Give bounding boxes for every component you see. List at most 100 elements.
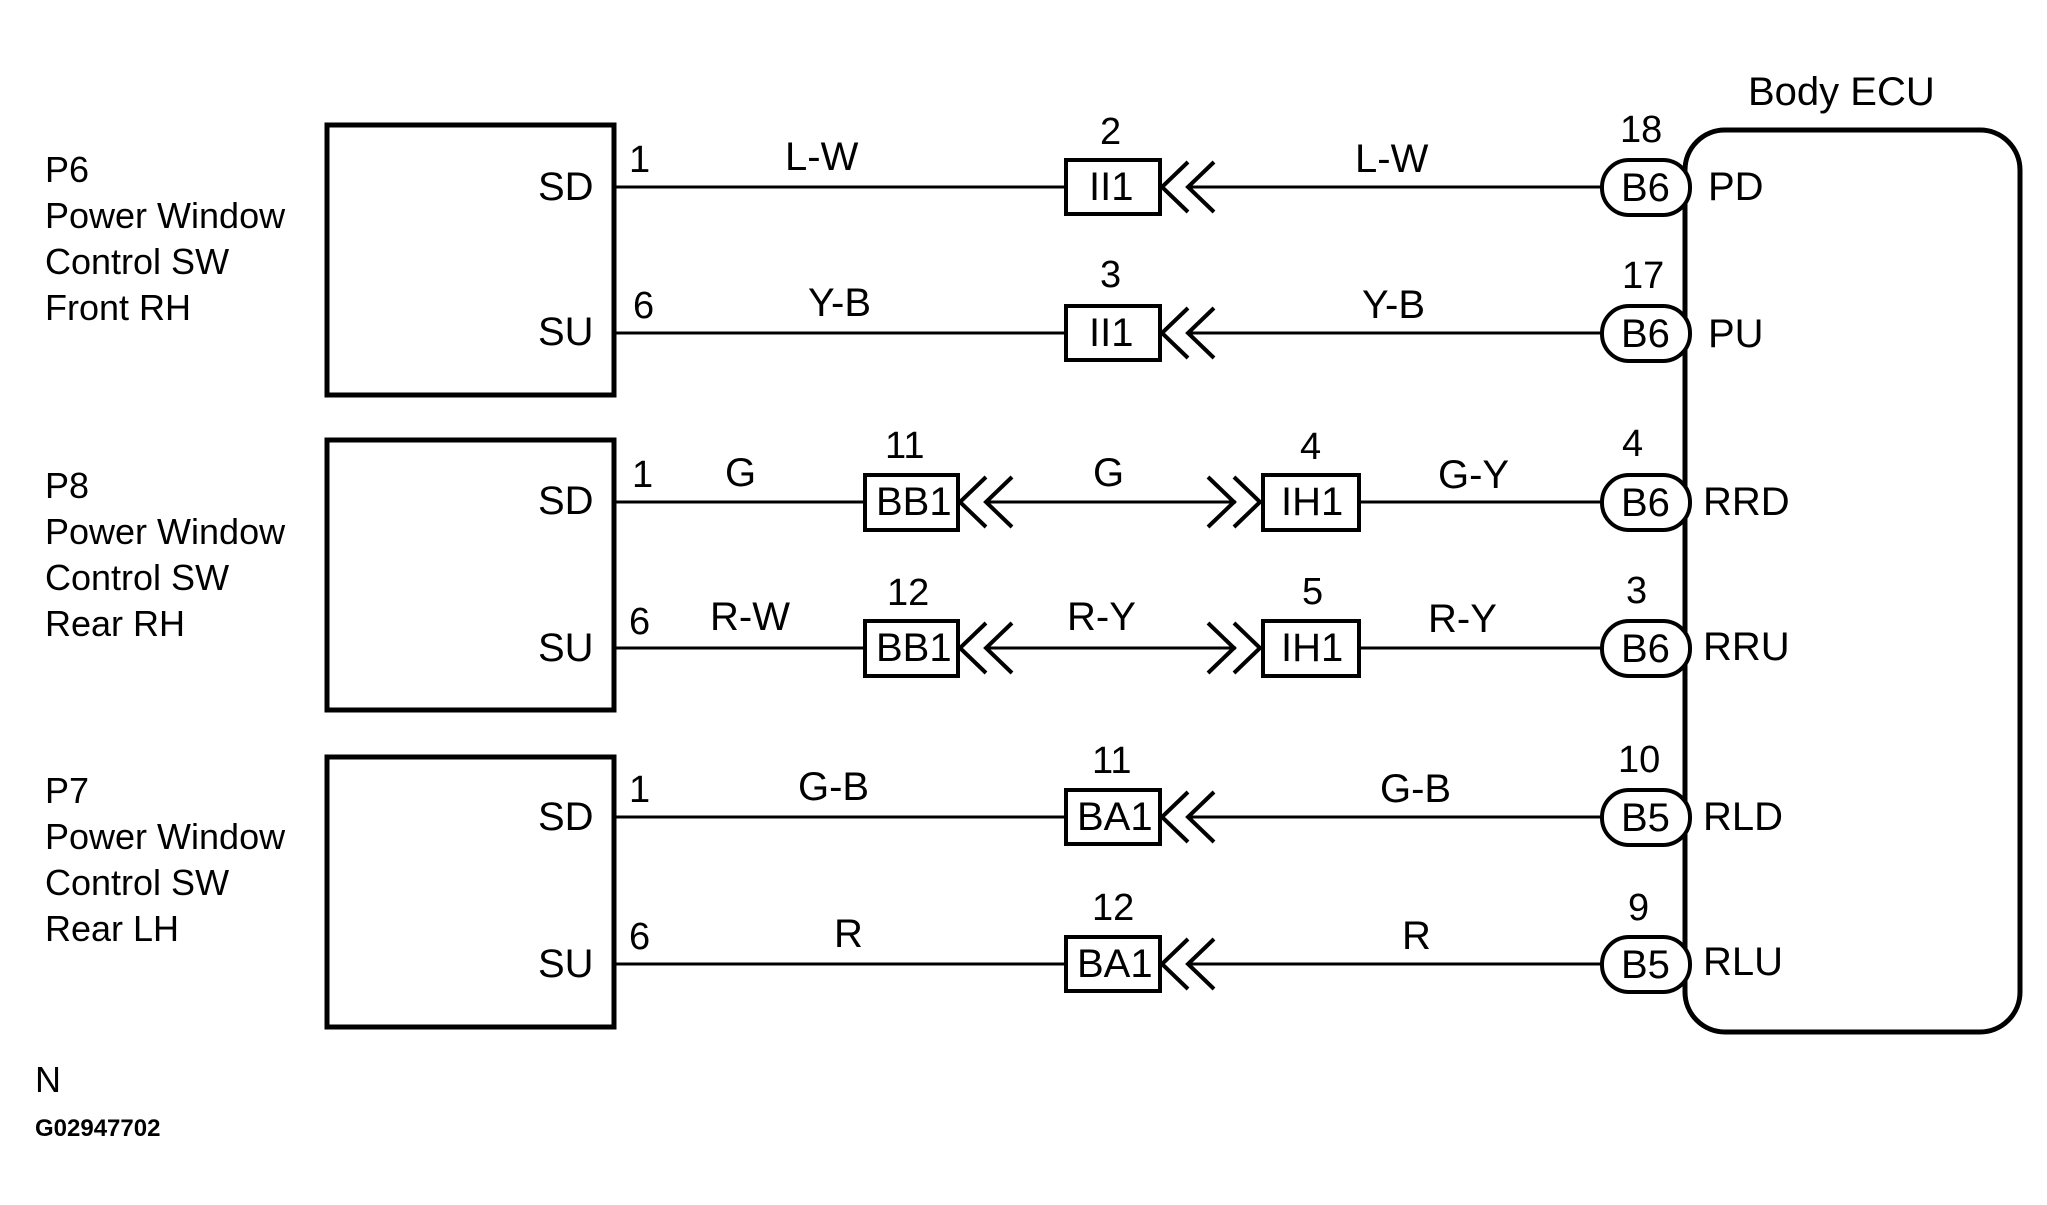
connector-pin: 12 <box>887 572 929 614</box>
connector-name: BA1 <box>1077 942 1153 986</box>
wire-color: L-W <box>785 135 859 179</box>
connector-ih1 <box>1261 619 1361 678</box>
wire-color: R-Y <box>1428 597 1497 641</box>
ecu-connector <box>1600 935 1692 994</box>
ecu-terminal: RRD <box>1703 480 1790 524</box>
ecu-connector-name: B5 <box>1621 796 1670 840</box>
ecu-connector <box>1600 788 1692 847</box>
circuit-rld: SD 1 G-B 11 BA1 G-B 10 B5 RLD <box>538 739 1783 847</box>
connector-pin: 2 <box>1100 111 1121 153</box>
connector-name: BA1 <box>1077 795 1153 839</box>
connector-name: BB1 <box>876 626 952 670</box>
connector-arrow <box>1232 621 1263 675</box>
wire-color: R <box>1402 914 1431 958</box>
ecu-terminal: RRU <box>1703 625 1790 669</box>
footer-mark: N <box>35 1059 61 1100</box>
switch-line: Rear RH <box>45 603 185 644</box>
body-ecu-box <box>1682 127 2023 1035</box>
switch-terminal: SD <box>538 165 594 209</box>
circuit-rrd: SD 1 G 11 BB1 G 4 IH1 G-Y 4 B6 RRD <box>538 423 1790 532</box>
ecu-terminal: RLU <box>1703 940 1783 984</box>
ecu-terminal: RLD <box>1703 795 1783 839</box>
connector-arrow <box>957 475 988 529</box>
ecu-terminal: PU <box>1708 312 1764 356</box>
switch-line: Power Window <box>45 816 286 857</box>
switch-box-p7 <box>324 754 617 1030</box>
switch-line: Front RH <box>45 287 191 328</box>
wire-color: L-W <box>1355 137 1429 181</box>
switch-line: Control SW <box>45 862 229 903</box>
switch-box-p6 <box>324 122 617 398</box>
wire-color: Y-B <box>1362 283 1425 327</box>
connector-arrow <box>1206 621 1237 675</box>
switch-pin: 6 <box>629 916 650 958</box>
switch-terminal: SU <box>538 310 594 354</box>
wire-color: G-B <box>798 765 869 809</box>
wire-color: R-W <box>710 595 790 639</box>
connector-arrow <box>1159 790 1190 844</box>
circuit-rru: SU 6 R-W 12 BB1 R-Y 5 IH1 R-Y 3 B6 RRU <box>538 570 1790 678</box>
switch-pin: 1 <box>629 769 650 811</box>
connector-arrow <box>1159 306 1190 360</box>
ecu-connector-name: B6 <box>1621 312 1670 356</box>
switch-pin: 1 <box>632 454 653 496</box>
connector-pin: 3 <box>1100 254 1121 296</box>
switch-line: Control SW <box>45 241 229 282</box>
ecu-connector-name: B6 <box>1621 481 1670 525</box>
switch-id: P6 <box>45 149 89 190</box>
ecu-pin: 17 <box>1622 255 1664 297</box>
connector-arrow <box>1232 475 1263 529</box>
wire-color: G <box>725 451 756 495</box>
wire-color: Y-B <box>808 281 871 325</box>
switch-line: Rear LH <box>45 908 179 949</box>
wire-color: G-Y <box>1438 453 1509 497</box>
switch-line: Control SW <box>45 557 229 598</box>
switch-terminal: SD <box>538 795 594 839</box>
ecu-connector <box>1600 304 1692 363</box>
ecu-title: Body ECU <box>1748 70 1935 114</box>
connector-pin: 12 <box>1092 887 1134 929</box>
switch-label-p8: P8 Power Window Control SW Rear RH <box>45 465 286 644</box>
switch-pin: 6 <box>633 285 654 327</box>
connector-bb1 <box>863 619 960 678</box>
switch-label-p6: P6 Power Window Control SW Front RH <box>45 149 286 328</box>
connector-pin: 4 <box>1300 426 1321 468</box>
connector-ii1 <box>1064 304 1162 362</box>
connector-name: BB1 <box>876 480 952 524</box>
ecu-pin: 18 <box>1620 109 1662 151</box>
connector-pin: 11 <box>1092 740 1131 782</box>
switch-terminal: SD <box>538 479 594 523</box>
connector-ih1 <box>1261 473 1361 532</box>
connector-pin: 11 <box>885 425 924 467</box>
connector-arrow <box>1159 160 1190 214</box>
circuit-rlu: SU 6 R 12 BA1 R 9 B5 RLU <box>538 887 1783 994</box>
ecu-pin: 3 <box>1626 570 1647 612</box>
connector-ba1 <box>1064 788 1162 846</box>
ecu-connector-name: B6 <box>1621 627 1670 671</box>
circuit-pd: SD 1 L-W 2 II1 L-W 18 B6 PD <box>538 109 1764 217</box>
connector-name: II1 <box>1089 311 1133 355</box>
ecu-terminal: PD <box>1708 165 1764 209</box>
switch-id: P8 <box>45 465 89 506</box>
connector-name: IH1 <box>1281 626 1343 670</box>
ecu-connector-name: B5 <box>1621 943 1670 987</box>
connector-bb1 <box>863 473 960 532</box>
connector-arrow <box>1206 475 1237 529</box>
switch-id: P7 <box>45 770 89 811</box>
switch-pin: 6 <box>629 601 650 643</box>
ecu-pin: 10 <box>1618 739 1660 781</box>
ecu-connector <box>1600 158 1692 217</box>
switch-box-p8 <box>324 437 617 713</box>
connector-arrow <box>1159 937 1190 991</box>
ecu-pin: 9 <box>1628 887 1649 929</box>
switch-line: Power Window <box>45 511 286 552</box>
switch-terminal: SU <box>538 626 594 670</box>
connector-pin: 5 <box>1302 571 1323 613</box>
connector-name: IH1 <box>1281 480 1343 524</box>
switch-label-p7: P7 Power Window Control SW Rear LH <box>45 770 286 949</box>
ecu-connector <box>1600 473 1692 532</box>
wire-color: R <box>834 912 863 956</box>
wire-color: R-Y <box>1067 595 1136 639</box>
connector-name: II1 <box>1089 165 1133 209</box>
